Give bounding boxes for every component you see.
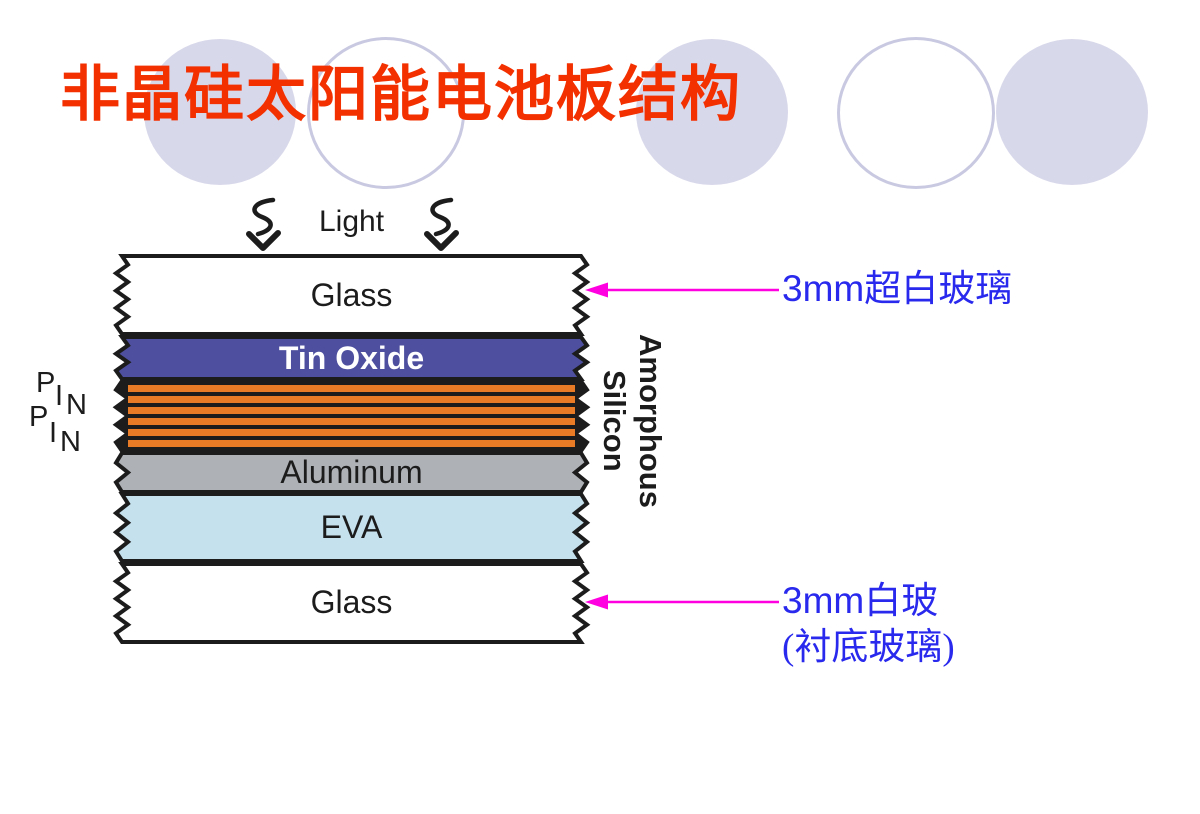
callout-arrowhead-icon	[585, 594, 608, 610]
layer-glass-top	[112, 254, 591, 336]
layer-stack	[112, 254, 591, 644]
callout-arrow-bottom-glass	[585, 594, 779, 610]
pin-letter-n1: N	[66, 389, 87, 421]
layer-label-aluminum: Aluminum	[280, 454, 423, 490]
amorphous-silicon-label: Amorphous Silicon	[596, 330, 668, 512]
layer-label-glass-top: Glass	[310, 277, 393, 313]
layer-label-glass-bottom: Glass	[310, 584, 393, 620]
annotation-bottom-note: (衬底玻璃)	[782, 627, 955, 668]
a-si-stripe	[128, 440, 575, 447]
annotation-bottom-line1: 3mm白玻	[782, 578, 955, 625]
light-ray-icon-left	[246, 197, 281, 251]
pin-letter-p2: P	[29, 401, 49, 433]
amorphous-silicon-label-line2: Silicon	[597, 370, 632, 472]
a-si-stripe	[128, 407, 575, 414]
amorphous-silicon-label-line1: Amorphous	[633, 334, 668, 508]
a-si-stripe	[128, 396, 575, 403]
annotation-top-prefix: 3mm	[782, 268, 865, 309]
layer-label-tin-oxide: Tin Oxide	[278, 340, 425, 376]
decor-circle-outlined-2	[837, 37, 995, 189]
a-si-stripe	[128, 385, 575, 392]
pin-letter-i1: I	[55, 380, 64, 412]
layer-glass-bottom	[112, 562, 591, 644]
annotation-bottom-prefix: 3mm	[782, 580, 865, 621]
layer-eva	[112, 492, 591, 563]
light-ray-icon-right	[424, 197, 459, 251]
annotation-top-glass: 3mm超白玻璃	[782, 266, 1012, 313]
light-label: Light	[318, 205, 385, 238]
annotation-bottom-text: 白玻	[864, 581, 939, 622]
a-si-stripe	[128, 418, 575, 425]
layer-label-eva: EVA	[320, 509, 383, 545]
callout-arrowhead-icon	[585, 282, 608, 298]
pin-letter-p1: P	[36, 367, 56, 399]
a-si-stripe	[128, 429, 575, 436]
pin-letter-n2: N	[60, 426, 81, 458]
annotation-bottom-glass: 3mm白玻 (衬底玻璃)	[782, 578, 955, 671]
pin-letter-i2: I	[49, 417, 58, 449]
decor-circle-filled-1	[144, 39, 296, 185]
decor-circle-filled-2	[636, 39, 788, 185]
annotation-top-text: 超白玻璃	[864, 269, 1013, 310]
decor-circle-filled-3	[996, 39, 1148, 185]
slide-title: 非晶硅太阳能电池板结构	[60, 61, 742, 128]
callout-arrow-top-glass	[585, 282, 779, 298]
decor-circle-outlined-1	[307, 37, 465, 189]
